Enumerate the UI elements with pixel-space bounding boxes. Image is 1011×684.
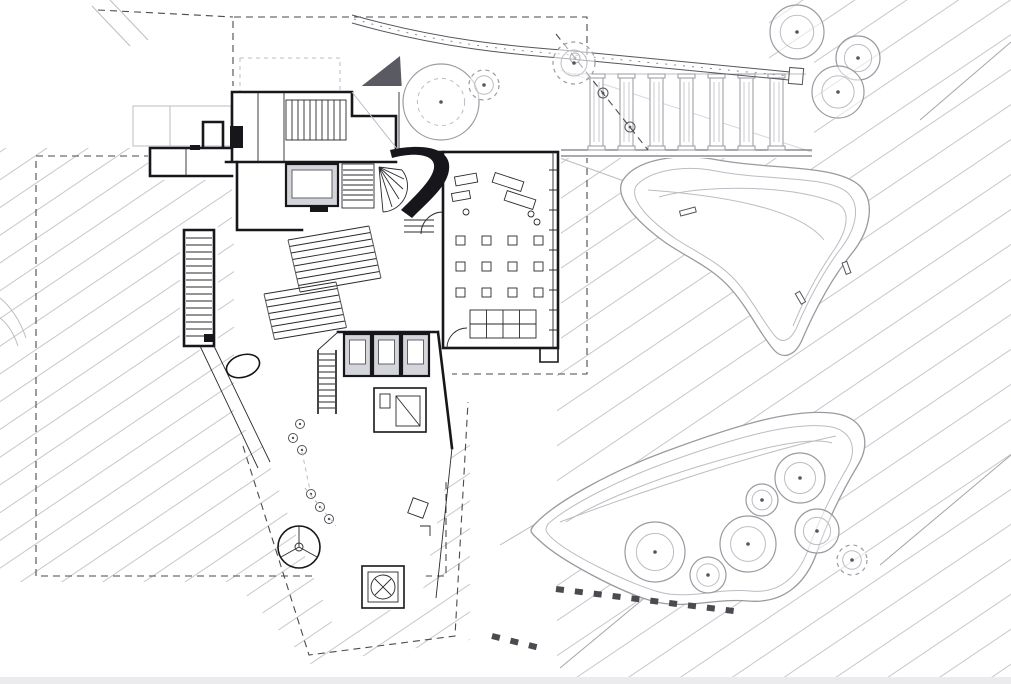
ramp-start-wedge <box>354 56 402 92</box>
hatch-left <box>0 148 234 582</box>
west-arm <box>148 120 234 178</box>
tree <box>624 521 686 583</box>
paver-rows <box>491 586 743 651</box>
main-hall <box>441 150 560 363</box>
tree <box>745 483 779 517</box>
central-band <box>235 146 450 235</box>
equipment-box <box>361 565 405 609</box>
escalator-stair <box>285 99 347 141</box>
berm-upper-outline <box>620 156 870 357</box>
ramp-promenade <box>351 14 805 92</box>
colonnade-columns <box>587 73 786 151</box>
boundary-top-rect <box>232 16 588 375</box>
curb-arc <box>0 317 19 347</box>
tree <box>552 41 596 85</box>
tree <box>689 556 727 594</box>
curved-wall <box>390 146 450 218</box>
berm-upper <box>559 156 870 357</box>
road-line <box>91 5 131 47</box>
tree <box>836 544 868 576</box>
corner-mark <box>420 525 431 536</box>
tree <box>769 4 825 60</box>
column <box>677 73 696 151</box>
boundary-lower-poly <box>242 401 469 656</box>
tree <box>719 515 777 573</box>
long-table <box>469 309 537 339</box>
reception-furniture <box>450 172 541 226</box>
tree <box>811 65 865 119</box>
boundary-top-left-seg <box>97 9 234 18</box>
berm-lower <box>499 411 866 606</box>
small-stair <box>317 350 337 414</box>
ramp-edge <box>351 14 791 73</box>
top-wing <box>224 90 445 164</box>
building <box>132 57 561 622</box>
service-room <box>373 387 427 433</box>
tilted-pad <box>407 497 429 519</box>
building-floor-masks <box>148 86 561 622</box>
column <box>617 73 636 151</box>
paver-row <box>491 633 541 651</box>
ramp-end-block <box>787 66 805 86</box>
fan-stair <box>378 166 408 213</box>
central-stair <box>341 163 375 209</box>
column <box>737 73 756 151</box>
paver-row <box>555 586 743 615</box>
column <box>707 73 726 151</box>
column <box>647 73 666 151</box>
trees-layer <box>402 4 881 594</box>
ramp-ticks <box>353 18 790 77</box>
tree <box>774 452 826 504</box>
equipment-fan <box>277 525 321 569</box>
berm-benches <box>678 206 852 305</box>
light-fixtures <box>288 419 337 527</box>
west-long-stair <box>182 228 271 469</box>
lower-wing <box>277 330 454 609</box>
ramp-edge <box>351 22 790 81</box>
shear-wall <box>230 126 243 148</box>
wide-terrace-stairs <box>263 225 382 340</box>
hatch-mask-top-strip <box>557 0 769 62</box>
page-edge <box>0 677 1011 684</box>
curb-arc <box>0 297 27 339</box>
property-boundaries <box>35 9 588 656</box>
seating-grid <box>455 235 544 298</box>
planter-ellipse <box>225 353 261 379</box>
tree <box>794 508 840 554</box>
column <box>767 73 786 151</box>
road-line <box>109 0 149 41</box>
column <box>587 73 606 151</box>
tree <box>468 69 500 101</box>
boundary-left-square <box>35 155 447 577</box>
tree <box>402 63 480 141</box>
